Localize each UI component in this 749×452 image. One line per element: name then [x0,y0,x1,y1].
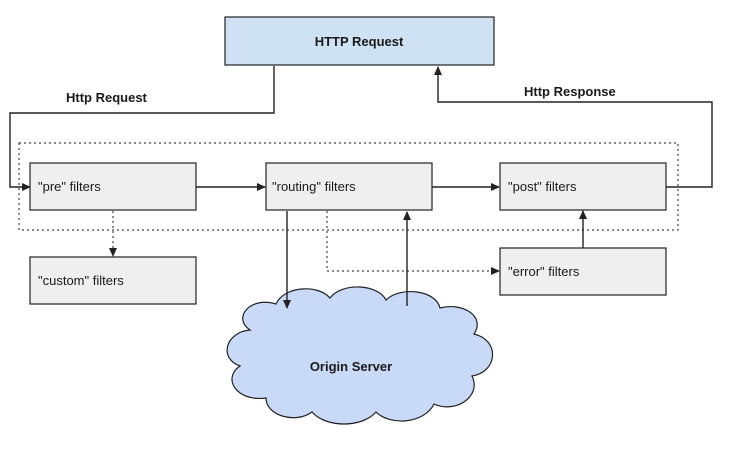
origin-server-cloud [226,286,494,425]
routing-filters-label: "routing" filters [272,179,356,194]
http-response-edge-label: Http Response [524,84,616,99]
origin-server-label: Origin Server [310,359,392,374]
post-filters-box [499,162,667,211]
http-request-edge-label: Http Request [66,90,148,105]
filter-chain-boundary [18,142,679,231]
custom-filters-box [29,256,197,305]
routing-to-error-arrow [326,211,500,275]
custom-filters-label: "custom" filters [38,273,124,288]
routing-filters-box [265,162,433,211]
http-request-edge [9,66,275,191]
pre-filters-label: "pre" filters [38,179,101,194]
error-filters-label: "error" filters [508,264,580,279]
http-request-title: HTTP Request [315,34,404,49]
post-filters-label: "post" filters [508,179,577,194]
http-response-edge [434,66,713,188]
error-filters-box [499,247,667,296]
http-request-box [224,16,495,66]
